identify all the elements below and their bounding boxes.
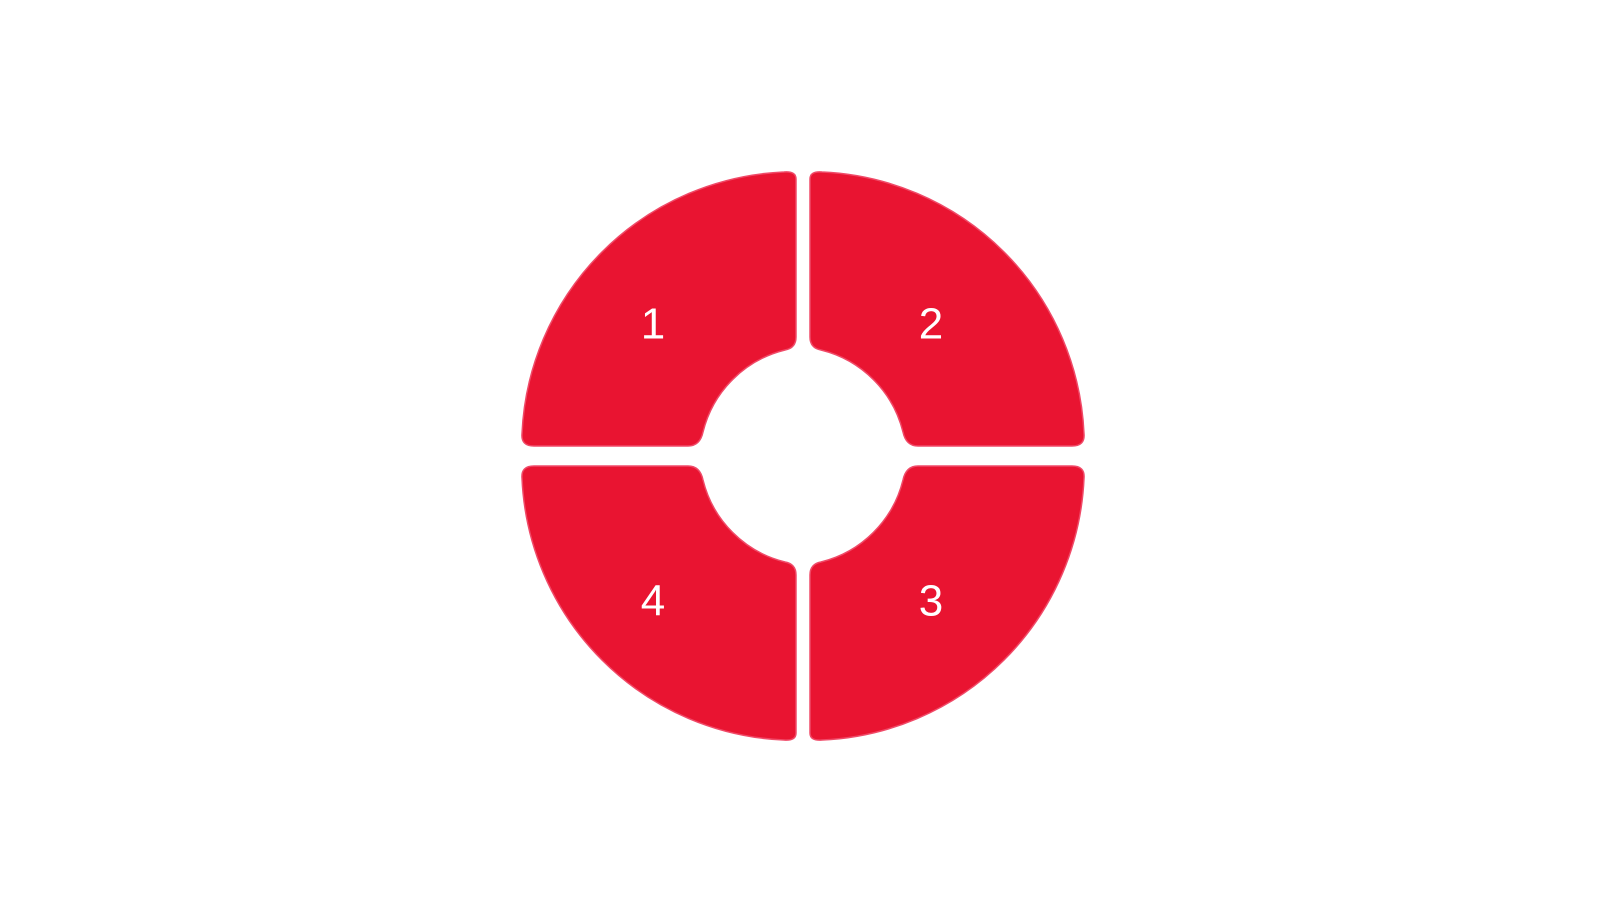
segment-3: 3 bbox=[809, 465, 1085, 741]
segment-3-label: 3 bbox=[919, 577, 943, 626]
segment-1-label: 1 bbox=[641, 300, 665, 349]
segment-4-shape bbox=[521, 465, 797, 741]
segment-4: 4 bbox=[521, 465, 797, 741]
segment-4-label: 4 bbox=[641, 577, 665, 626]
segment-2: 2 bbox=[809, 171, 1085, 447]
segment-1: 1 bbox=[521, 171, 797, 447]
segment-3-shape bbox=[809, 465, 1085, 741]
segment-2-label: 2 bbox=[919, 300, 943, 349]
segment-2-shape bbox=[809, 171, 1085, 447]
segment-1-shape bbox=[521, 171, 797, 447]
